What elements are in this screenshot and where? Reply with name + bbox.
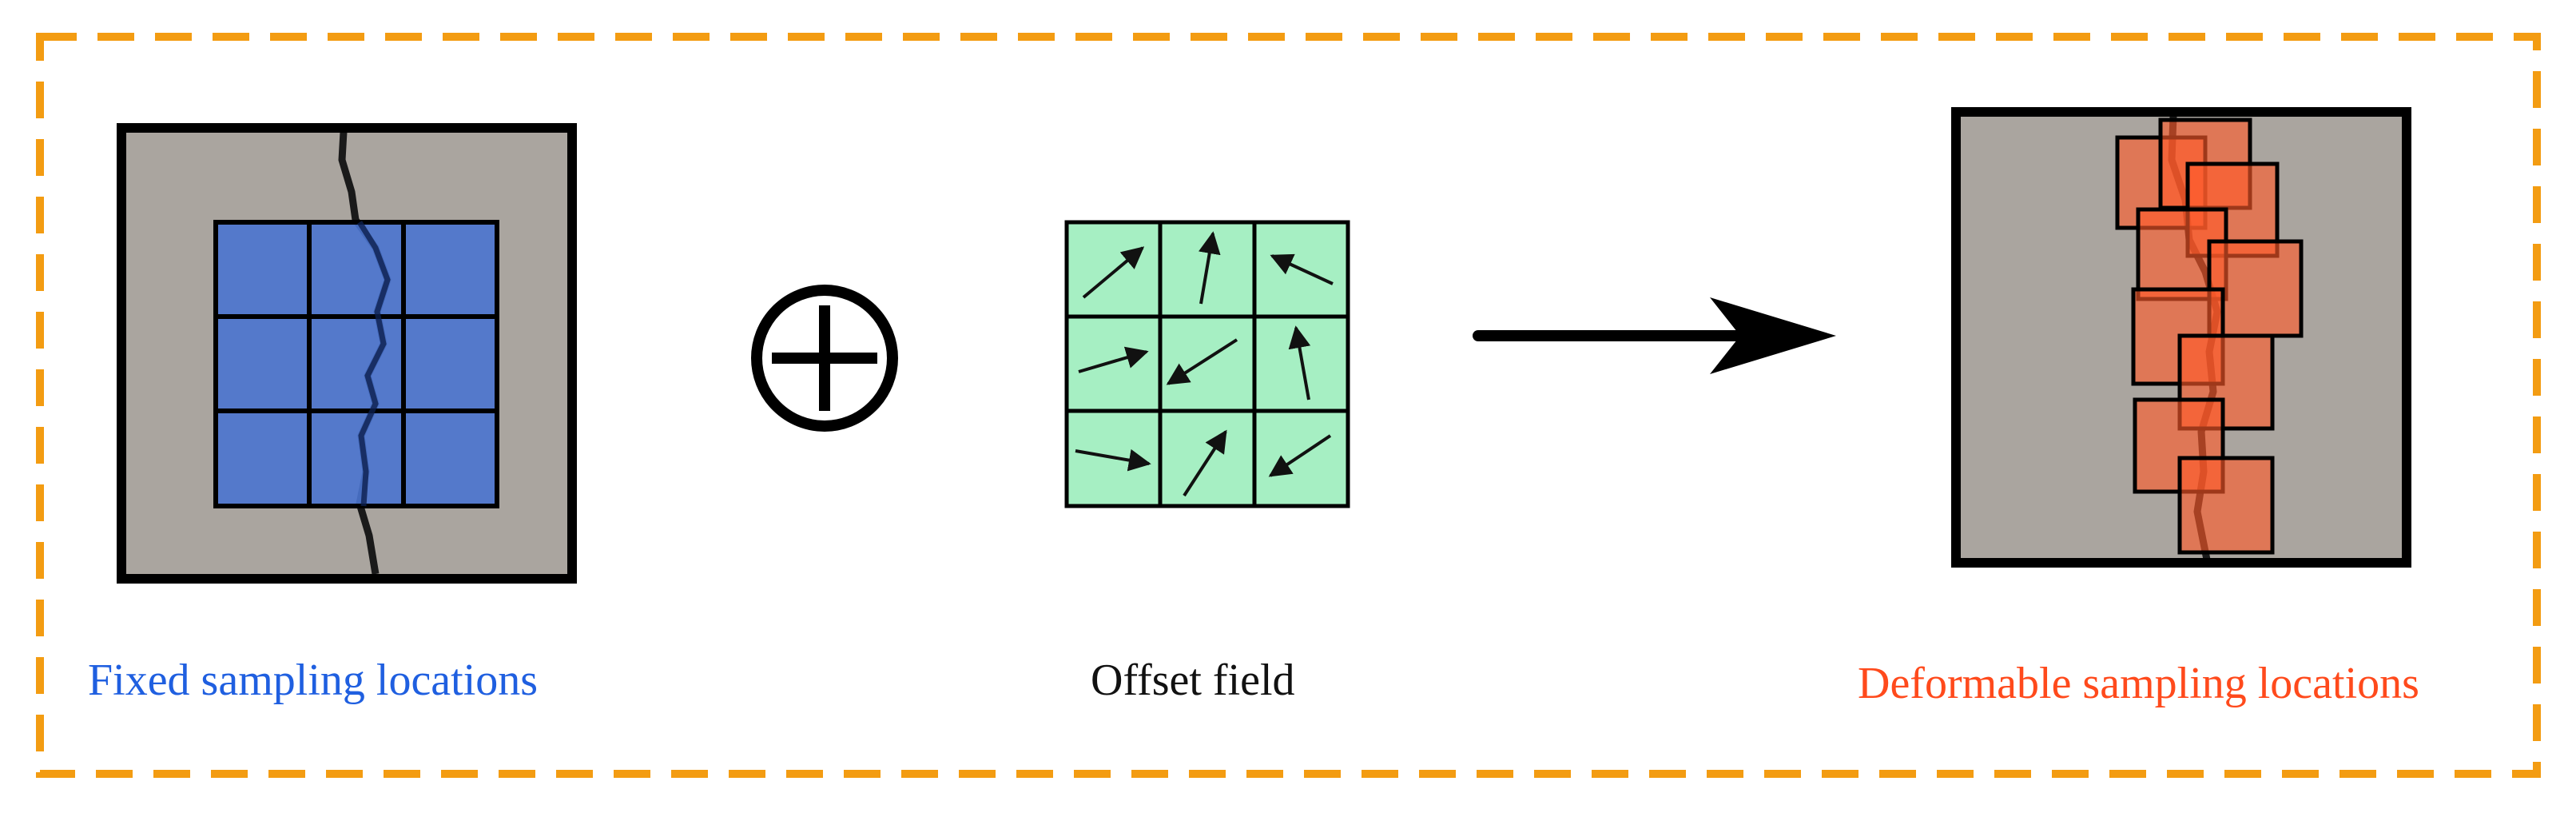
image-border-left bbox=[117, 123, 577, 584]
offset-arrow bbox=[1198, 231, 1221, 305]
offset-arrow bbox=[1078, 346, 1149, 373]
offset-arrow bbox=[1075, 448, 1151, 472]
fixed-sampling-panel bbox=[117, 123, 577, 584]
offset-arrow bbox=[1082, 246, 1145, 299]
fixed-grid bbox=[213, 220, 499, 508]
offset-arrow bbox=[1268, 434, 1332, 477]
dashed-frame bbox=[36, 33, 2541, 778]
circled-plus-icon bbox=[751, 285, 898, 432]
offset-field-caption: Offset field bbox=[1091, 656, 1295, 705]
deformable-sampling-caption: Deformable sampling locations bbox=[1858, 659, 2419, 708]
offset-arrow bbox=[1183, 429, 1227, 497]
fixed-sampling-caption: Fixed sampling locations bbox=[88, 656, 539, 705]
deformable-box bbox=[2177, 456, 2275, 555]
image-border-right bbox=[1951, 107, 2411, 568]
offset-field-grid bbox=[1064, 220, 1350, 508]
offset-arrow bbox=[1288, 325, 1311, 401]
right-arrow-icon bbox=[1473, 297, 1836, 374]
offset-arrow bbox=[1270, 253, 1334, 285]
offset-arrow bbox=[1166, 338, 1238, 385]
deformable-sampling-panel bbox=[1951, 107, 2411, 568]
